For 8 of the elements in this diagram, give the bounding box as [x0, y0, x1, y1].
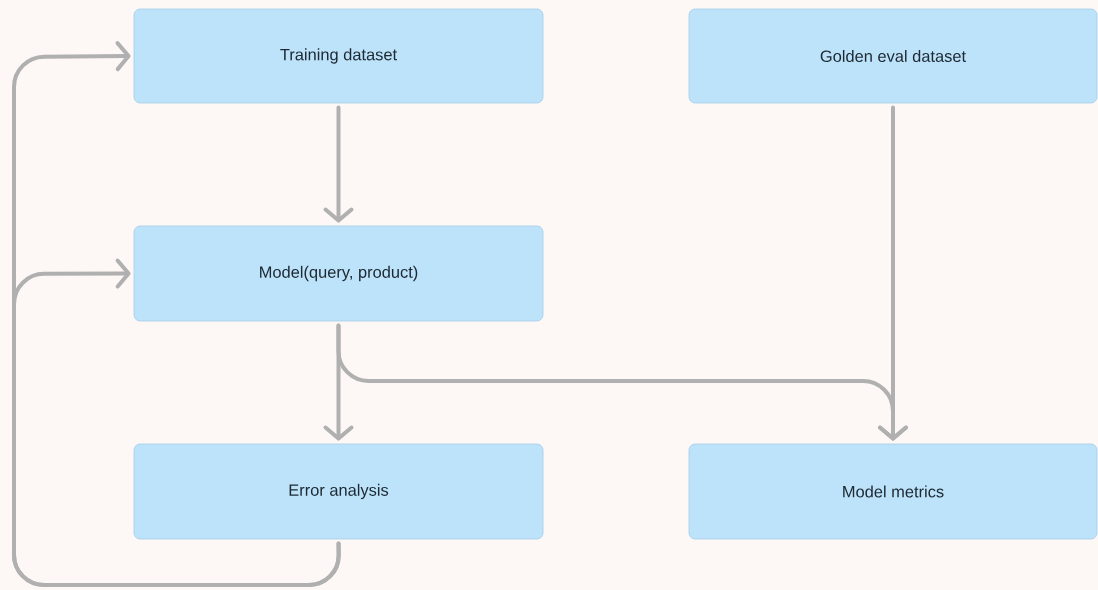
process-box: Model metrics — [688, 443, 1098, 540]
process-box: Golden eval dataset — [688, 8, 1098, 104]
process-box: Model(query, product) — [133, 225, 544, 322]
process-box: Error analysis — [133, 443, 544, 540]
arrow — [336, 323, 908, 441]
process-box: Training dataset — [133, 8, 544, 104]
arrow — [323, 105, 354, 223]
arrow — [12, 258, 341, 587]
